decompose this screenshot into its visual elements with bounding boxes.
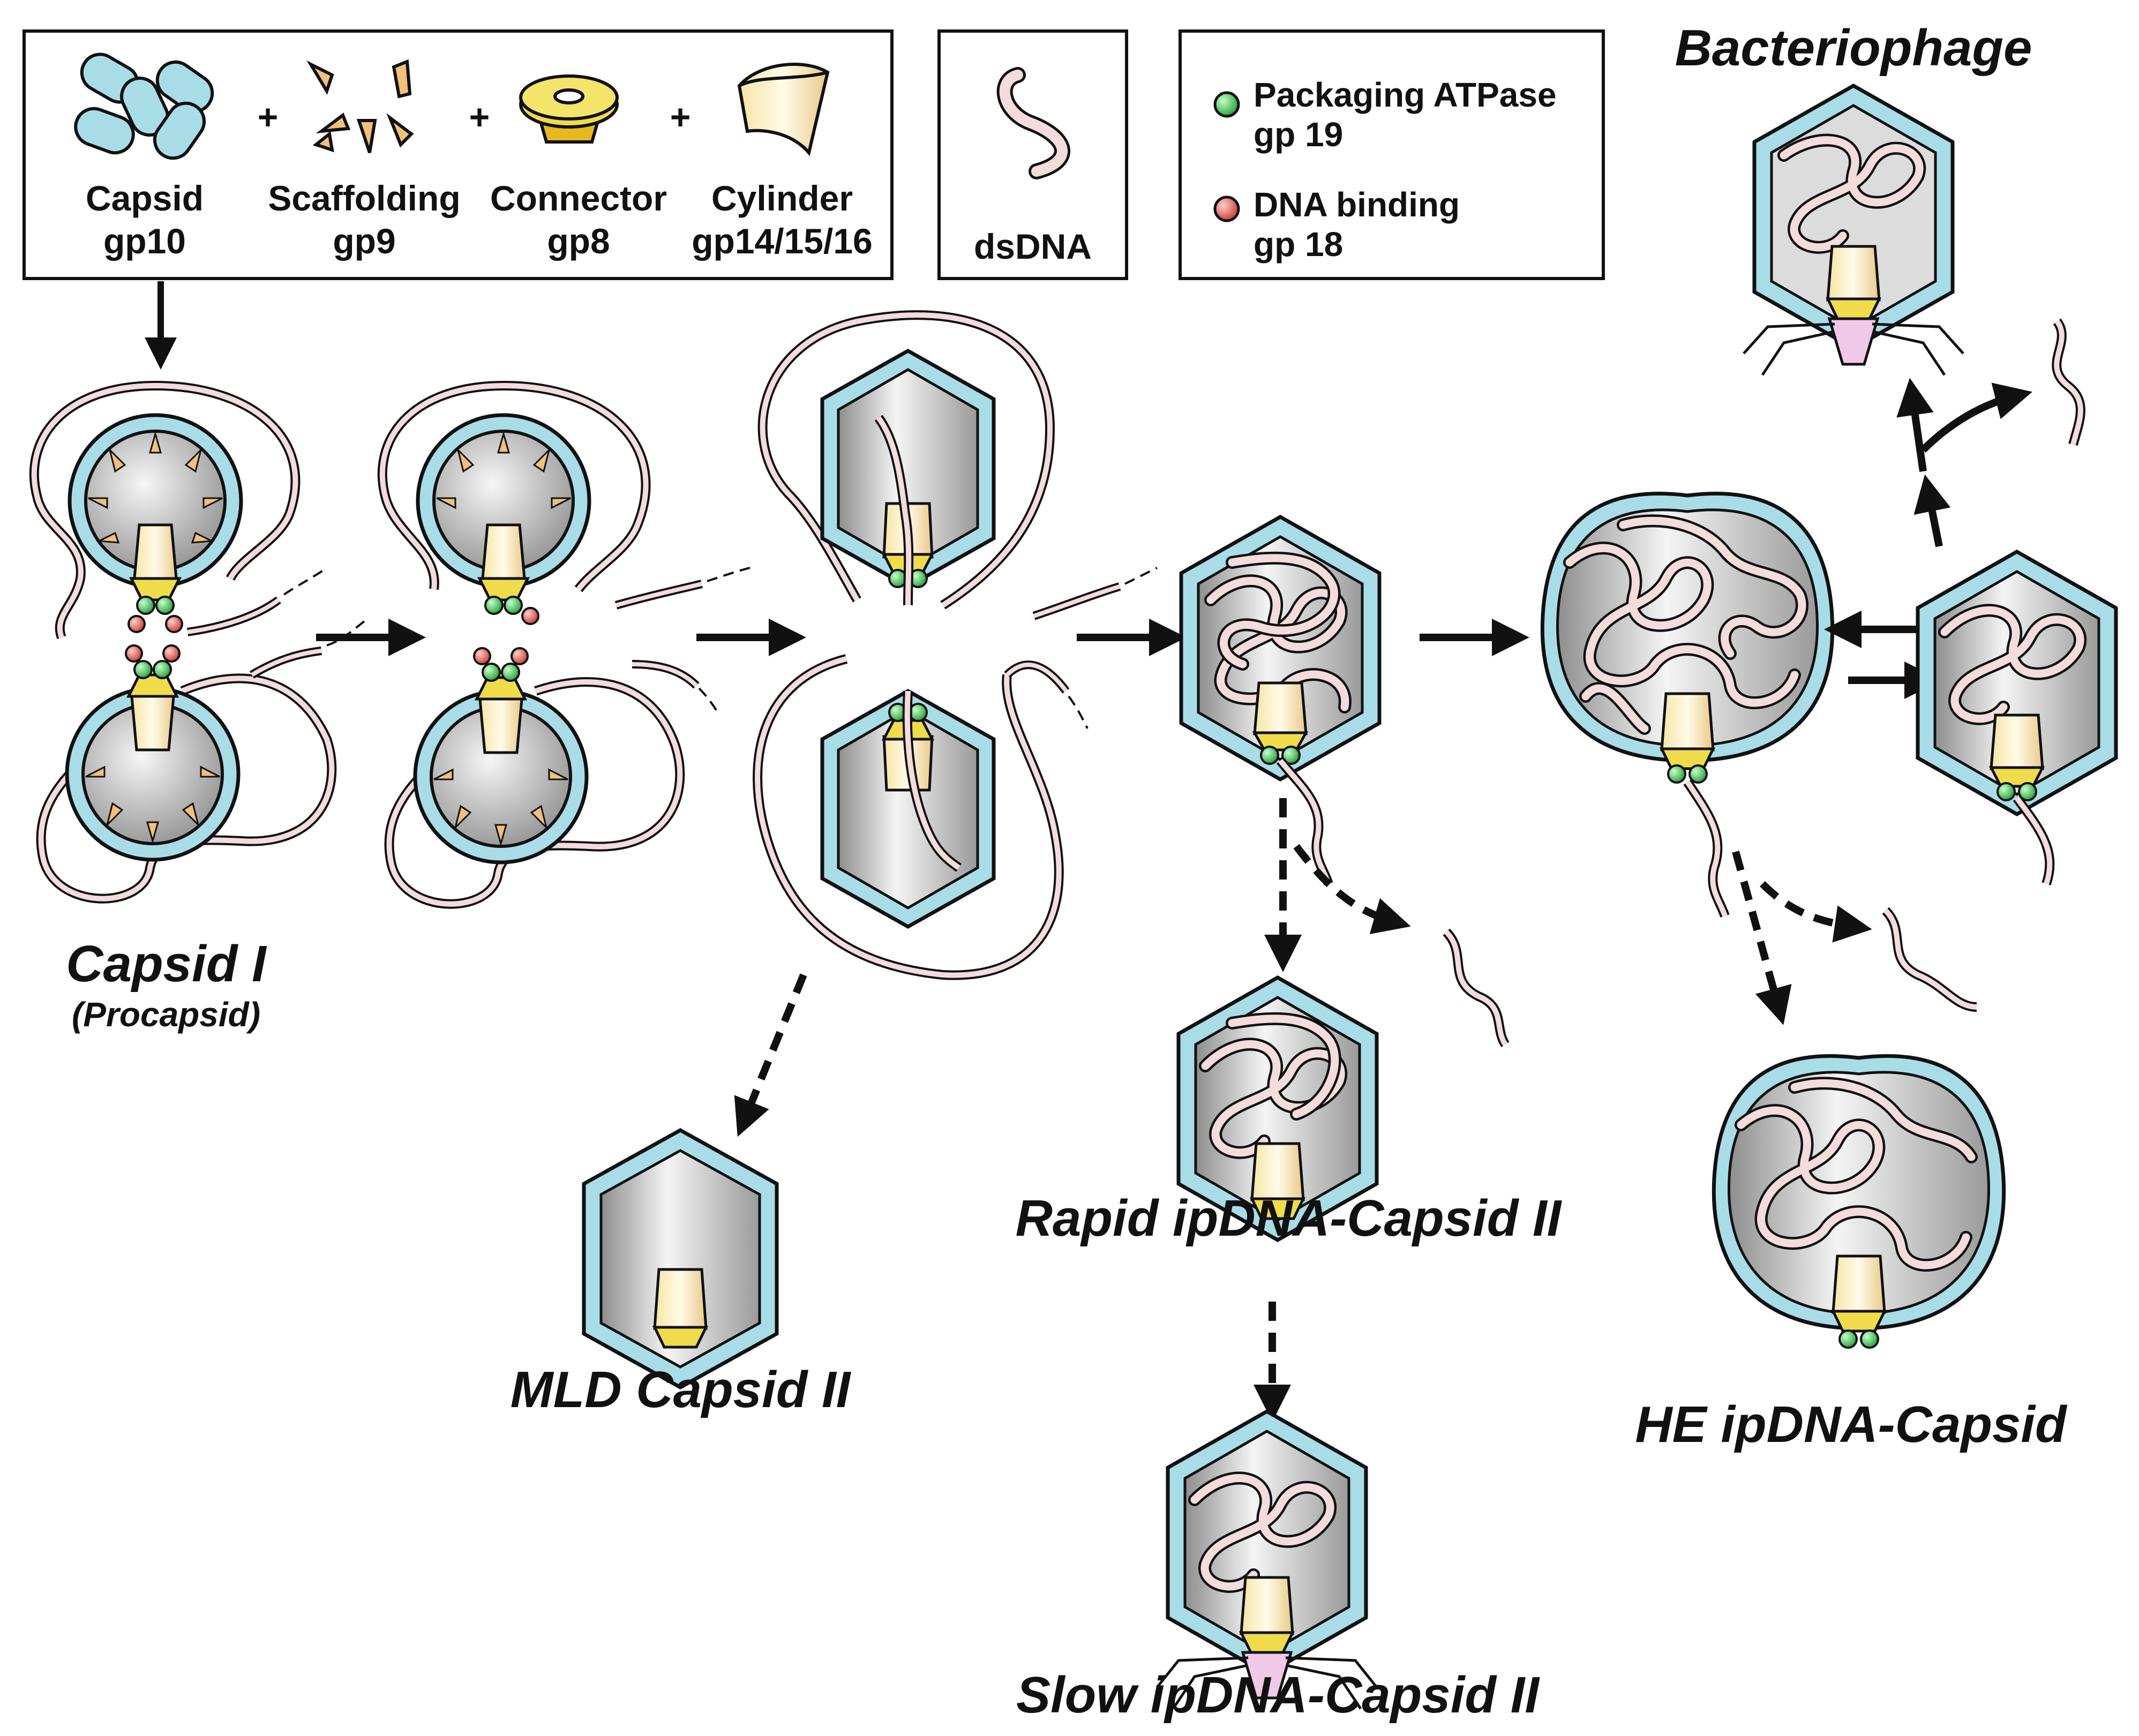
rapid-capsid-label: Rapid ipDNA-Capsid II xyxy=(1015,1190,1562,1247)
expanded-capsid xyxy=(1540,492,1835,918)
protein-legend-box xyxy=(1179,29,1605,280)
arrow-rapid-release xyxy=(1293,844,1411,935)
released-dna-2 xyxy=(1882,907,1977,1012)
arrow-phage-release xyxy=(1920,382,2032,453)
dsdna-legend-box xyxy=(937,29,1128,280)
released-dna-3 xyxy=(2052,318,2085,446)
arrow-mld xyxy=(734,973,807,1137)
arrow-he-release xyxy=(1760,881,1872,943)
stage-3-capsids xyxy=(753,310,1158,980)
slow-capsid xyxy=(1156,1409,1378,1710)
dna-binding-icon xyxy=(1213,196,1240,222)
atpase-icon xyxy=(1213,91,1240,118)
capsid-subunits-icon xyxy=(74,52,214,160)
plus-sign-3: + xyxy=(670,97,691,137)
stage-1-procapsids xyxy=(29,381,365,904)
arrow-he xyxy=(1732,851,1792,1025)
procapsid-label: (Procapsid) xyxy=(71,995,261,1034)
plus-sign-2: + xyxy=(469,97,490,137)
bacteriophage-label: Bacteriophage xyxy=(1675,19,2032,77)
dsdna-label: dsDNA xyxy=(973,227,1092,266)
arrow-to-phage xyxy=(1896,378,1934,472)
released-dna-1 xyxy=(1443,928,1510,1047)
plus-sign-1: + xyxy=(257,97,279,137)
capsid-i-label: Capsid I xyxy=(66,935,266,993)
he-capsid-label: HE ipDNA-Capsid xyxy=(1635,1396,2067,1453)
dsdna-icon xyxy=(996,67,1070,179)
mld-capsid xyxy=(582,1128,779,1390)
bacteriophage xyxy=(1743,83,1964,376)
cylinder-icon xyxy=(737,63,830,156)
connector-icon xyxy=(519,74,619,144)
rapid-capsid xyxy=(1176,975,1379,1243)
slow-capsid-label: Slow ipDNA-Capsid II xyxy=(1016,1666,1540,1724)
filled-capsid xyxy=(1179,514,1382,886)
scaffolding-icon xyxy=(306,59,414,153)
mld-capsid-label: MLD Capsid II xyxy=(510,1361,851,1418)
condensed-capsid xyxy=(1916,549,2118,885)
he-capsid xyxy=(1712,1054,2006,1349)
arrow-up xyxy=(1913,474,1951,547)
stage-2-procapsids xyxy=(377,381,750,909)
